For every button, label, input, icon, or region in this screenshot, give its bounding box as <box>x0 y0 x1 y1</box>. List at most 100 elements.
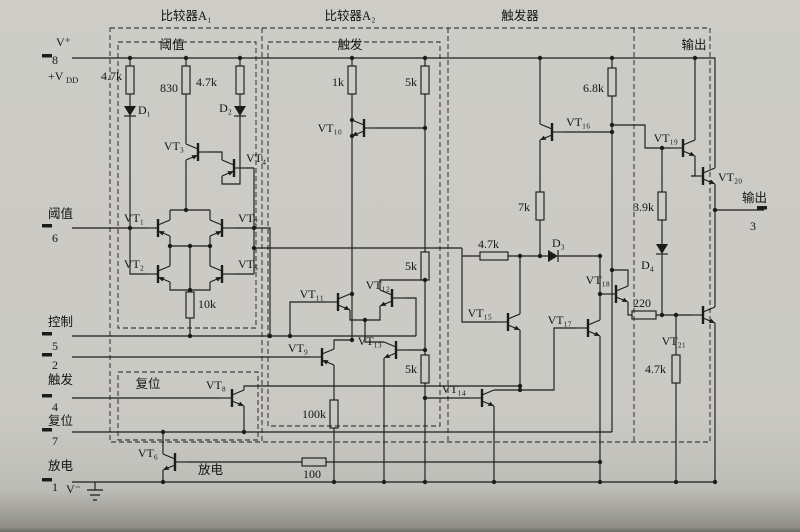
transistor-vt10-label: VT₁₀ <box>318 121 342 135</box>
resistors <box>125 65 681 467</box>
transistor-vt5 <box>208 263 236 285</box>
resistor-5k-low-label: 5k <box>405 362 417 376</box>
resistor-6.8k <box>607 67 617 97</box>
transistor-vt1-label: VT₁ <box>124 211 144 225</box>
transistor-vt9 <box>308 346 336 368</box>
resistor-5k-top-label: 5k <box>405 75 417 89</box>
pin-ticks <box>42 54 767 482</box>
pin5-name-label: 控制 <box>48 315 73 329</box>
transistor-vt12-label: VT₁₂ <box>366 278 390 292</box>
transistor-vt20-label: VT₂₀ <box>718 170 742 184</box>
transistor-vt7 <box>208 217 236 239</box>
resistor-4.7k-a1-left-label: 4.7k <box>101 69 122 83</box>
pin3-name-label: 输出 <box>742 190 767 205</box>
threshold-dashed-box <box>117 41 257 329</box>
header-flipflop: 触发器 <box>501 8 539 23</box>
resistor-100k-label: 100k <box>302 407 326 421</box>
resistor-830 <box>181 65 191 95</box>
transistor-vt11 <box>324 291 352 313</box>
diode-d3 <box>547 249 559 263</box>
resistor-6.8k-label: 6.8k <box>583 81 604 95</box>
transistor-vt3-label: VT₃ <box>164 139 184 153</box>
resistor-4.7k-ff-label: 4.7k <box>478 237 499 251</box>
pin3-tick <box>757 206 767 210</box>
pin5-number: 5 <box>52 339 58 353</box>
transistor-vt6-label: VT₆ <box>138 446 158 460</box>
pin1-tick <box>42 478 52 482</box>
resistor-4.7k-a1-left <box>125 65 135 95</box>
resistor-4.7k-out-label: 4.7k <box>645 362 666 376</box>
resistor-3.9k-label: 3.9k <box>633 200 654 214</box>
pin6-tick <box>42 224 52 228</box>
pin2-tick <box>42 353 52 357</box>
labels: 比较器A₁ 比较器A₂ 触发器 阈值 触发 输出 复位 放电 V⁺ 8 +V D… <box>48 8 767 496</box>
transistors <box>144 117 717 473</box>
junction-dots <box>127 55 718 485</box>
resistor-10k-label: 10k <box>198 297 216 311</box>
output-box-label: 输出 <box>681 37 706 52</box>
section-boxes <box>109 27 711 443</box>
transistor-vt14-label: VT₁₄ <box>442 382 466 396</box>
transistor-vt9-label: VT₉ <box>288 341 308 355</box>
pin2-number: 2 <box>52 358 58 372</box>
resistor-4.7k-a1-right-label: 4.7k <box>196 75 217 89</box>
pin1-number: 1 <box>52 480 58 494</box>
pin8-vdd-label: +V <box>48 69 64 83</box>
transistor-vt15-label: VT₁₅ <box>468 306 492 320</box>
pin1-vminus-label: V⁻ <box>66 482 81 496</box>
resistor-7k-label: 7k <box>518 200 530 214</box>
transistor-vt18-label: VT₁₈ <box>586 273 610 287</box>
reset-box-label: 复位 <box>135 376 160 391</box>
pin4-tick <box>42 394 52 398</box>
resistor-220-label: 220 <box>633 296 651 310</box>
pin-stub-wires <box>72 227 612 433</box>
resistor-100-label: 100 <box>303 467 321 481</box>
resistor-4.7k-a1-right <box>235 65 245 95</box>
resistor-4.7k-ff <box>479 251 509 261</box>
transistor-vt16-label: VT₁₆ <box>566 115 590 129</box>
transistor-vt13-label: VT₁₃ <box>358 334 382 348</box>
pin8-number: 8 <box>52 53 58 67</box>
resistor-5k-mid-label: 5k <box>405 259 417 273</box>
outer-dashed-box <box>109 27 711 443</box>
pin5-tick <box>42 332 52 336</box>
transistor-vt2-label: VT₂ <box>124 257 144 271</box>
pin2-name-label: 触发 <box>48 372 74 387</box>
resistor-220 <box>631 310 657 320</box>
pin6-number: 6 <box>52 231 58 245</box>
flipflop-wires <box>493 58 691 482</box>
header-comparator-a2: 比较器A₂ <box>325 8 376 23</box>
discharge-inner-label: 放电 <box>198 462 224 477</box>
power-and-ground-rails <box>72 57 764 501</box>
transistor-vt19-label: VT₁₉ <box>654 131 678 145</box>
threshold-box-label: 阈值 <box>159 37 184 52</box>
transistor-vt8-label: VT₈ <box>206 378 226 392</box>
trigger-dashed-box <box>267 41 441 427</box>
resistor-4.7k-out <box>671 354 681 384</box>
transistor-vt1 <box>144 217 172 239</box>
transistor-vt17 <box>574 317 602 339</box>
transistor-vt11-label: VT₁₁ <box>300 287 324 301</box>
trigger-box-label: 触发 <box>337 37 363 52</box>
pin4-name-label: 复位 <box>48 413 73 428</box>
pin8-tick <box>42 54 52 58</box>
pin3-number: 3 <box>750 219 756 233</box>
resistor-1k <box>347 65 357 95</box>
transistor-vt2 <box>144 263 172 285</box>
diode-d4-label: D₄ <box>641 258 654 272</box>
diode-d2-label: D₂ <box>219 101 232 115</box>
resistor-10k <box>185 291 195 319</box>
pin8-vplus-label: V⁺ <box>56 35 71 49</box>
diode-d1-label: D₁ <box>138 103 151 117</box>
diode-d4 <box>655 243 669 255</box>
transistor-vt16 <box>538 121 566 143</box>
pin7-name-label: 放电 <box>48 458 74 473</box>
transistor-vt18 <box>602 283 630 305</box>
pin7-tick <box>42 428 52 432</box>
transistor-vt6 <box>161 451 189 473</box>
resistor-3.9k <box>657 191 667 221</box>
pin4-number: 4 <box>52 400 58 414</box>
transistor-vt3 <box>184 141 212 163</box>
diodes <box>123 105 669 263</box>
